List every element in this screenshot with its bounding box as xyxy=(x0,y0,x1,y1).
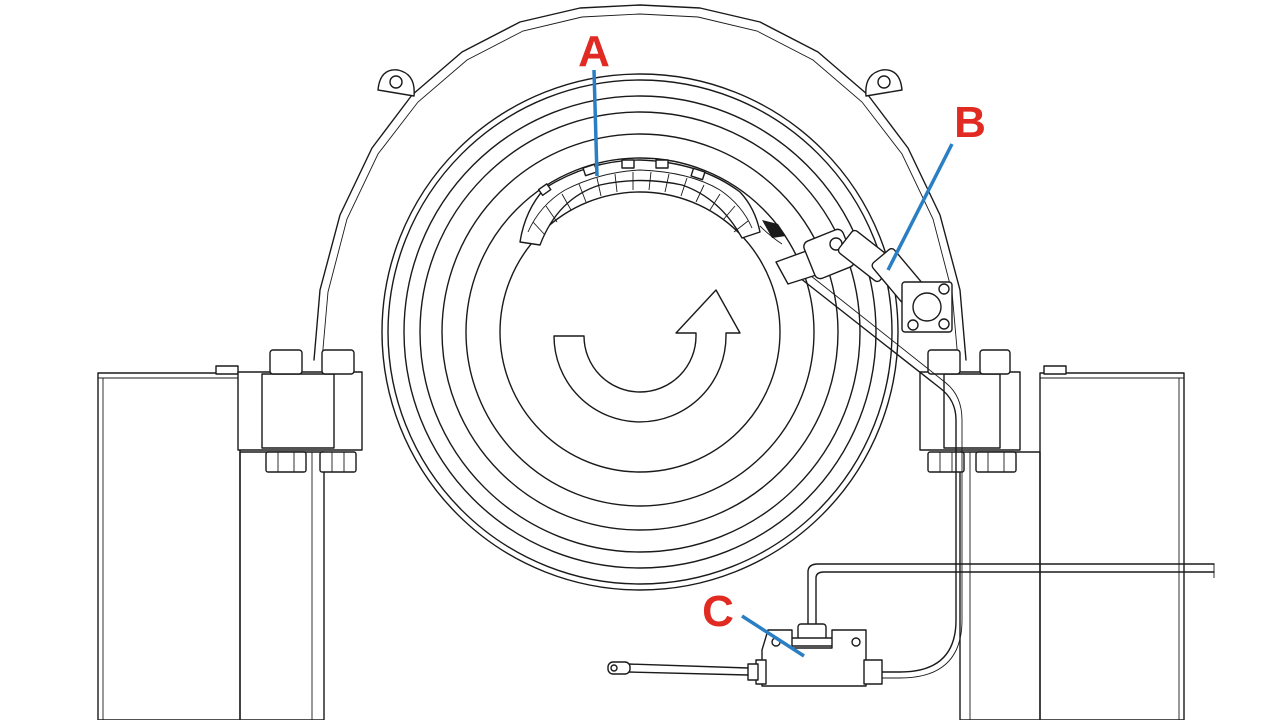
rotation-arrow-icon xyxy=(553,289,741,423)
callout-leaders xyxy=(592,69,954,658)
label-c: C xyxy=(702,587,734,636)
left-mount-block xyxy=(237,349,363,473)
callout-labels: A B C xyxy=(578,27,986,636)
brush-segments xyxy=(532,171,749,236)
outer-housing xyxy=(313,4,967,361)
leader-c xyxy=(741,614,805,658)
main-drum xyxy=(381,73,899,591)
label-a: A xyxy=(578,27,610,76)
label-b: B xyxy=(954,98,986,147)
sensor-arm-assembly xyxy=(775,228,963,679)
leader-b xyxy=(886,143,954,271)
leader-a xyxy=(592,69,599,177)
right-mount-block xyxy=(919,349,1021,473)
segmented-brush-assembly xyxy=(519,159,786,246)
